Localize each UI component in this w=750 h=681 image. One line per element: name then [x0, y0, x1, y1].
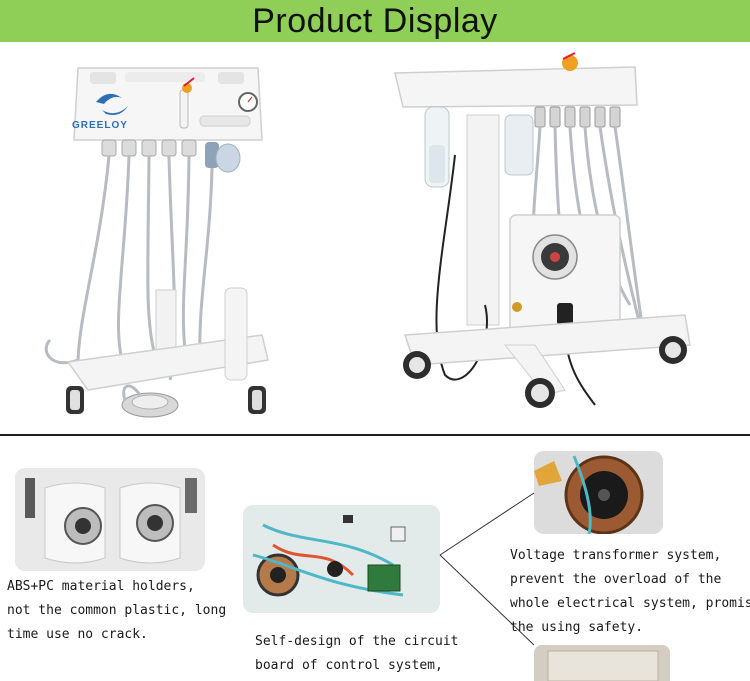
- caption-line: Voltage transformer system,: [510, 548, 722, 563]
- transformer-caption: Voltage transformer system, prevent the …: [510, 544, 750, 640]
- caption-line: prevent the overload of the: [510, 572, 722, 587]
- caption-line: not the common plastic, long: [7, 603, 227, 618]
- title-banner: Product Display: [0, 0, 750, 42]
- brand-logo: GREELOY: [72, 93, 128, 131]
- caption-line: board of control system,: [255, 658, 443, 673]
- transformer-photo: [534, 451, 663, 534]
- caption-line: the using safety.: [510, 620, 644, 635]
- section-divider: [0, 434, 750, 436]
- control-board-photo: [243, 505, 440, 613]
- holders-caption: ABS+PC material holders, not the common …: [7, 575, 226, 647]
- dental-cart-rear-photo: [394, 52, 691, 408]
- control-board-caption: Self-design of the circuit board of cont…: [255, 630, 459, 678]
- holders-closeup-photo: [15, 468, 205, 571]
- svg-text:GREELOY: GREELOY: [72, 120, 128, 131]
- caption-line: Self-design of the circuit: [255, 634, 459, 649]
- caption-line: ABS+PC material holders,: [7, 579, 195, 594]
- caption-line: time use no crack.: [7, 627, 148, 642]
- caption-line: whole electrical system, promise: [510, 596, 750, 611]
- page-title: Product Display: [252, 2, 498, 40]
- dental-cart-front-photo: GREELOY: [44, 67, 269, 418]
- power-unit-photo: [534, 645, 670, 681]
